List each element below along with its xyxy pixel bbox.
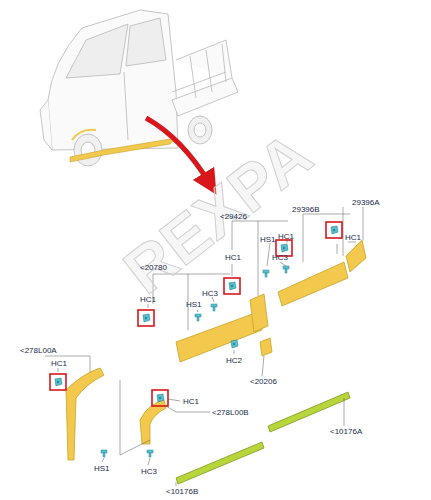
fastener-code: HC1 <box>51 359 67 368</box>
part-number: <10176B <box>166 487 198 496</box>
fastener-code: HC1 <box>140 295 156 304</box>
part-number: <29426 <box>220 212 247 221</box>
fastener-code: HC1 <box>183 397 199 406</box>
part-number: <10176A <box>330 427 362 436</box>
part-number: <278L00B <box>212 408 249 417</box>
fastener-code: HC3 <box>202 289 218 298</box>
sill-parts <box>176 392 350 484</box>
fastener-code: HC1 <box>225 253 241 262</box>
fastener-code: HS1 <box>186 300 202 309</box>
part-number: <20206 <box>250 377 277 386</box>
fastener-code: HC3 <box>141 467 157 476</box>
fastener-code: HC2 <box>226 356 242 365</box>
part-number: 29396B <box>292 205 320 214</box>
fastener-code: HC1 <box>278 232 294 241</box>
fastener-code: HC1 <box>345 233 361 242</box>
fastener-code: HS1 <box>94 464 110 473</box>
part-number: <278L00A <box>20 346 57 355</box>
fastener-code: HS1 <box>260 235 276 244</box>
van-outline <box>40 10 238 166</box>
trim-parts <box>66 240 366 460</box>
part-number: 29396A <box>352 198 380 207</box>
fastener-code: HC3 <box>272 253 288 262</box>
part-number: <20780 <box>140 263 167 272</box>
